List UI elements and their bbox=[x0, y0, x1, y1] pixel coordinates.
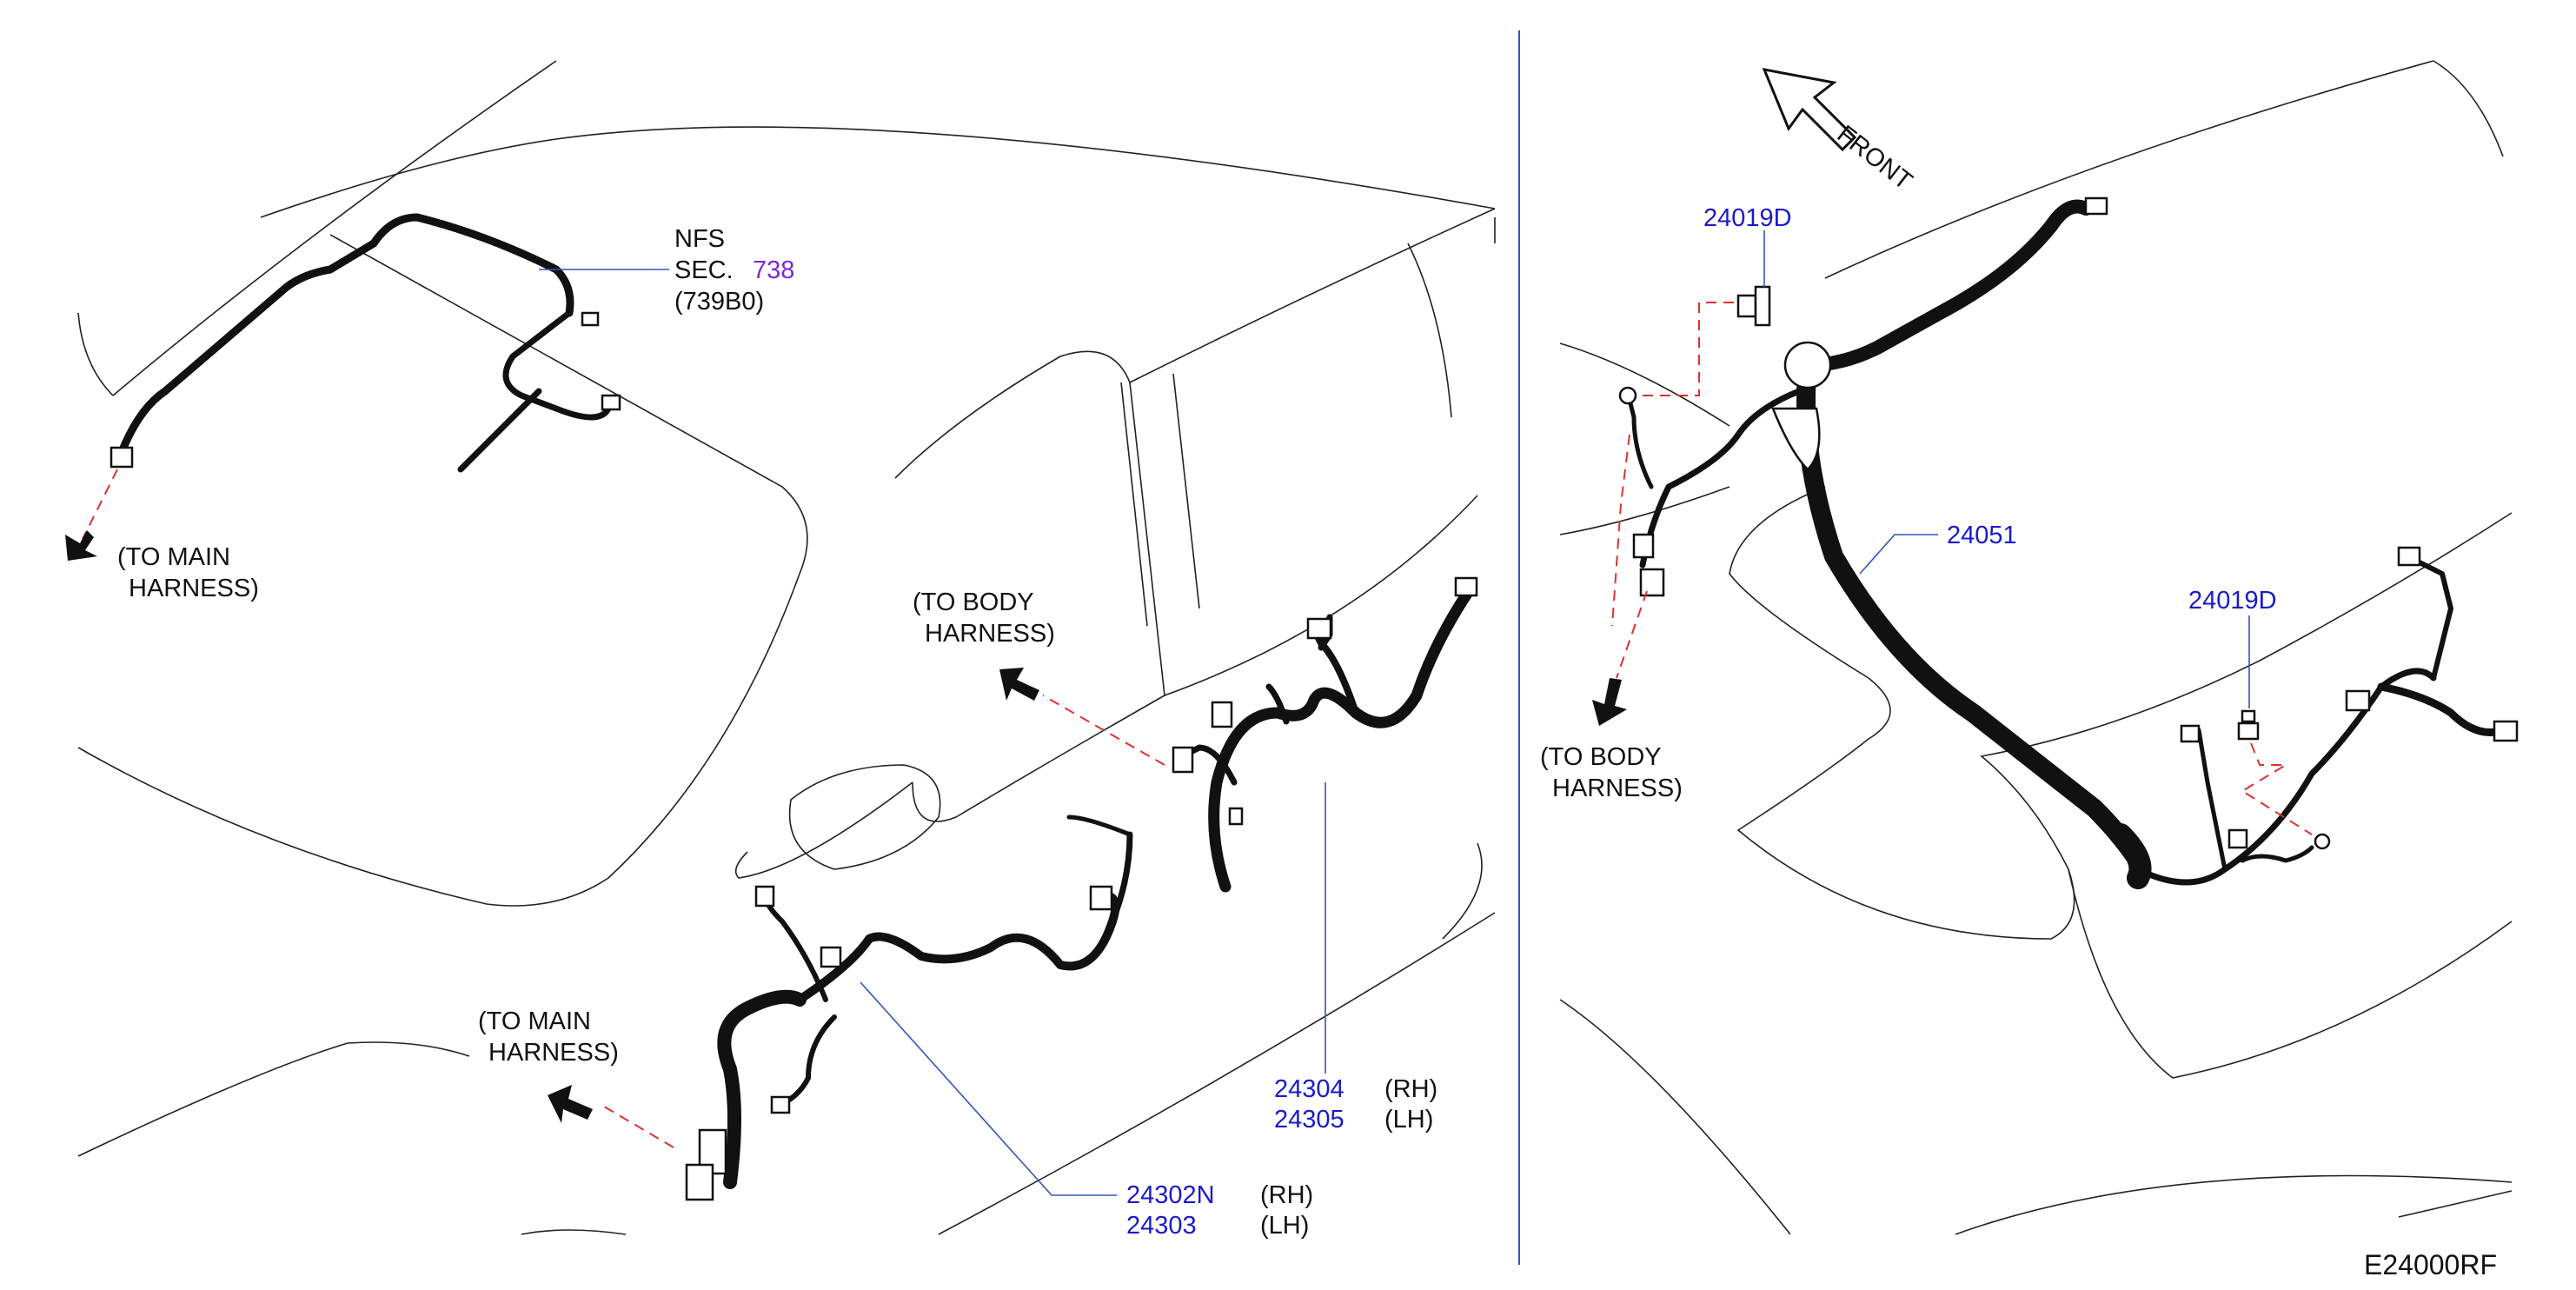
part-number-24304[interactable]: 24304 bbox=[1274, 1075, 1344, 1103]
part-number-24019d-upper[interactable]: 24019D bbox=[1703, 204, 1792, 232]
bolt-24019d-lower bbox=[2237, 709, 2260, 741]
label-front: FRONT bbox=[1832, 120, 1918, 196]
label-to-main-harness-2a: (TO MAIN bbox=[478, 1007, 591, 1035]
label-to-body-harness-2a: (TO BODY bbox=[1540, 743, 1662, 771]
part-24303-side: (LH) bbox=[1260, 1212, 1309, 1240]
part-number-24303[interactable]: 24303 bbox=[1126, 1212, 1197, 1240]
label-sec-part: (739B0) bbox=[674, 288, 764, 316]
left-leader-lines bbox=[539, 269, 1326, 1196]
arrow-to-main-harness-1 bbox=[65, 530, 97, 561]
part-24305-side: (LH) bbox=[1384, 1106, 1433, 1134]
label-to-body-harness-1b: HARNESS) bbox=[925, 620, 1055, 648]
roof-harness bbox=[65, 213, 621, 561]
door-harness bbox=[999, 576, 1478, 893]
labels: NFS SEC. 738 (739B0) (TO MAIN HARNESS) (… bbox=[117, 120, 2497, 1280]
right-panel-body-outline bbox=[1559, 60, 2513, 1235]
arrow-to-main-harness-2 bbox=[548, 1085, 593, 1123]
label-to-main-harness-2b: HARNESS) bbox=[488, 1039, 619, 1067]
label-nfs: NFS bbox=[674, 225, 725, 253]
left-panel-body-outline bbox=[77, 60, 1496, 1235]
body-side-harness bbox=[548, 831, 1133, 1201]
right-dashed-lines bbox=[1592, 302, 2313, 835]
arrow-to-body-harness-1 bbox=[999, 668, 1039, 701]
part-number-24302n[interactable]: 24302N bbox=[1126, 1181, 1215, 1209]
bolt-24019d-upper bbox=[1736, 285, 1771, 327]
arrow-to-body-harness-2 bbox=[1592, 678, 1627, 726]
label-to-main-harness-1b: HARNESS) bbox=[129, 575, 259, 602]
label-sec-number[interactable]: 738 bbox=[753, 256, 794, 284]
label-to-body-harness-1a: (TO BODY bbox=[913, 588, 1034, 616]
right-leader-lines bbox=[1763, 230, 2250, 708]
diagram-code: E24000RF bbox=[2364, 1249, 2497, 1280]
part-number-24305[interactable]: 24305 bbox=[1274, 1106, 1344, 1134]
part-number-24019d-lower[interactable]: 24019D bbox=[2188, 587, 2277, 615]
part-24302n-side: (RH) bbox=[1260, 1181, 1313, 1209]
front-direction-arrow bbox=[1762, 68, 1857, 152]
part-number-24051[interactable]: 24051 bbox=[1947, 522, 2017, 549]
part-24304-side: (RH) bbox=[1384, 1075, 1437, 1103]
label-to-body-harness-2b: HARNESS) bbox=[1552, 775, 1683, 802]
main-rear-harness bbox=[1618, 196, 2519, 889]
label-sec: SEC. bbox=[674, 256, 734, 284]
label-to-main-harness-1a: (TO MAIN bbox=[117, 543, 230, 571]
